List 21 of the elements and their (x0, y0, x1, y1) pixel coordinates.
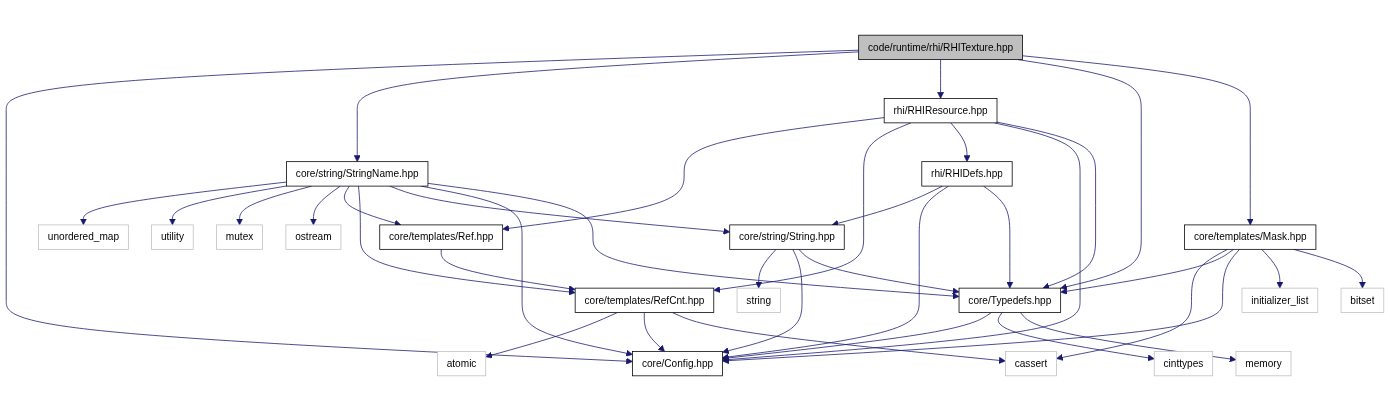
node-box: core/templates/Mask.hpp (1184, 224, 1317, 250)
node-box: memory (1235, 351, 1292, 377)
node-box: core/Config.hpp (632, 351, 723, 377)
node-box: core/string/StringName.hpp (286, 161, 429, 187)
node-box: utility (151, 224, 194, 250)
node-box: rhi/RHIDefs.hpp (921, 161, 1013, 187)
node-box: core/string/String.hpp (729, 224, 845, 250)
node-box: mutex (216, 224, 263, 250)
node-box: core/templates/Ref.hpp (379, 224, 504, 250)
node-box: cinttypes (1153, 351, 1214, 377)
node-box: core/templates/RefCnt.hpp (574, 287, 715, 313)
node-box: initializer_list (1241, 287, 1319, 313)
node-box: rhi/RHIResource.hpp (883, 98, 998, 124)
node-box: string (736, 287, 781, 313)
node-box: bitset (1340, 287, 1385, 313)
node-box: unordered_map (38, 224, 129, 250)
node-box: atomic (437, 351, 487, 377)
node-box: code/runtime/rhi/RHITexture.hpp (858, 34, 1023, 60)
node-box: cassert (1005, 351, 1057, 377)
node-box: ostream (285, 224, 342, 250)
node-box: core/Typedefs.hpp (958, 287, 1062, 313)
